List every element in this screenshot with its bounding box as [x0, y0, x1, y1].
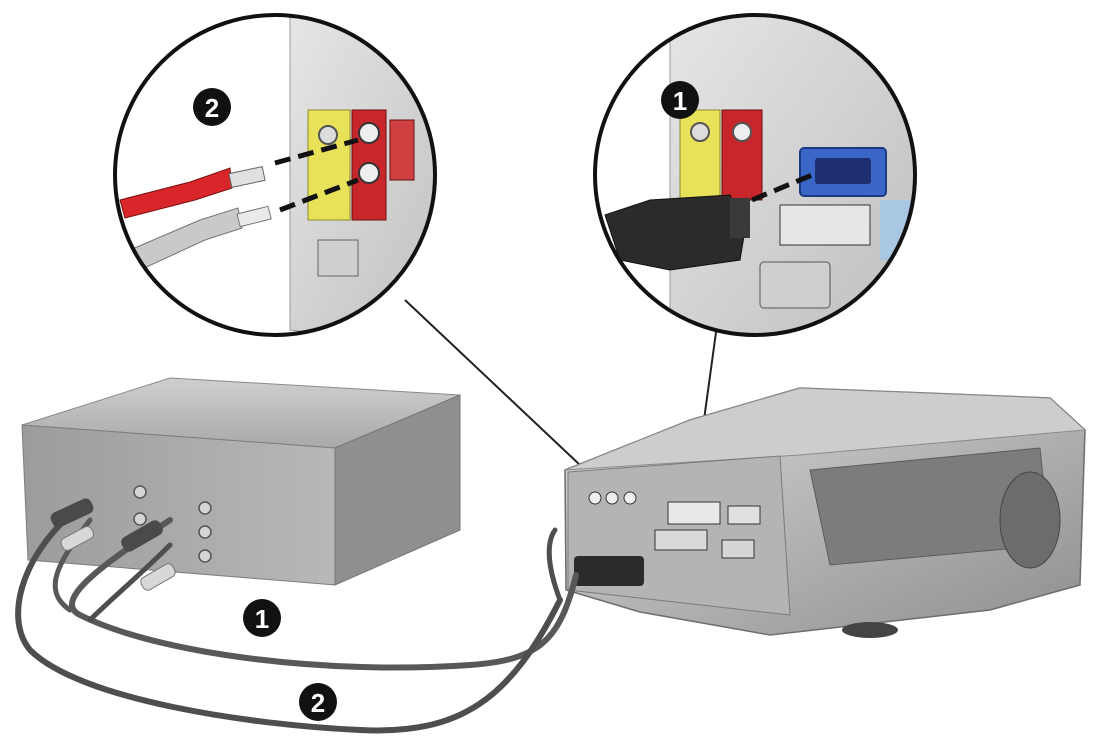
power-inlet-icon — [759, 261, 831, 309]
audio-guide-line-white — [279, 177, 359, 213]
projector — [564, 387, 1087, 638]
audio-cable-branch — [87, 542, 173, 623]
source-jack — [133, 512, 147, 526]
source-jacks — [133, 485, 212, 563]
cables — [15, 512, 579, 734]
projector-vga-port — [727, 505, 761, 525]
inset-switch — [317, 239, 359, 277]
source-jack — [198, 525, 212, 539]
dvi-port-icon — [779, 204, 871, 246]
audio-cable-callout: 2 — [299, 683, 337, 721]
rca-plug-icon — [50, 498, 94, 528]
source-device-side — [334, 394, 461, 586]
vga-guide-line — [751, 172, 813, 203]
video-cable-number: 1 — [255, 604, 269, 634]
rca-plug-white-tip — [236, 205, 272, 228]
source-plugs — [50, 498, 176, 591]
rca-plug-red-icon — [119, 167, 233, 219]
projector-port — [588, 491, 602, 505]
video-inset-number: 1 — [673, 86, 687, 116]
video-cable-callout: 1 — [243, 599, 281, 637]
audio-guide-line-red — [274, 137, 359, 166]
rca-plug-white-icon — [60, 525, 95, 551]
source-jack — [133, 485, 147, 499]
projector-ports — [588, 491, 761, 559]
inset-jack-white — [358, 162, 380, 184]
projector-vga-port-2 — [721, 539, 755, 559]
video-connection-inset: 1 — [593, 13, 917, 337]
vga-plug-head — [730, 198, 750, 238]
projector-dvi-port-2 — [654, 529, 708, 551]
audio-cable — [15, 512, 563, 734]
audio-inset-number: 2 — [205, 93, 219, 123]
projector-port — [605, 491, 619, 505]
audio-cable-number: 2 — [311, 688, 325, 718]
vga-port-socket — [815, 158, 871, 184]
projector-dvi-port — [667, 501, 721, 525]
leader-line-audio — [404, 299, 599, 483]
vga-plug-icon — [604, 194, 746, 271]
rca-plug-white-icon — [140, 563, 176, 591]
source-jack — [198, 549, 212, 563]
audio-connection-inset: 2 — [113, 13, 437, 337]
projector-foot — [842, 622, 898, 638]
projector-lens — [999, 471, 1061, 569]
rca-plug-red-tip — [228, 166, 266, 188]
vga-plug-on-projector — [574, 556, 644, 586]
inset-blue-panel — [880, 200, 915, 260]
inset-red-port-2 — [389, 119, 415, 181]
source-device — [21, 377, 461, 586]
projector-top — [564, 387, 1087, 471]
audio-cable-end — [546, 527, 563, 603]
inset-jack-yellow — [318, 125, 338, 145]
inset-jack — [690, 122, 710, 142]
source-jack — [198, 501, 212, 515]
source-device-front — [21, 424, 336, 586]
inset-jack — [732, 122, 752, 142]
rca-plug-icon — [121, 520, 163, 552]
inset-jack-red — [358, 122, 380, 144]
projector-port — [623, 491, 637, 505]
